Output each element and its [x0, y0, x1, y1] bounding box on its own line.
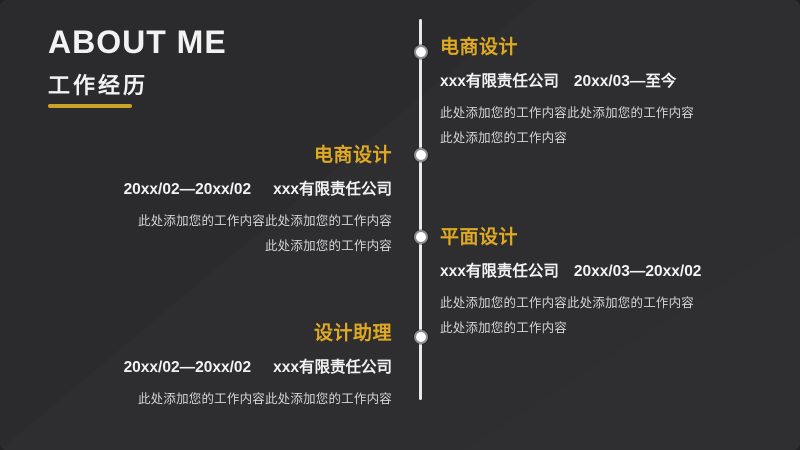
entry-description-line: 此处添加您的工作内容	[440, 320, 568, 335]
entry-title: 电商设计	[440, 37, 519, 58]
entry-meta: 20xx/02—20xx/02 xxx有限责任公司	[46, 181, 392, 200]
entry-meta: xxx有限责任公司 20xx/03—20xx/02	[440, 263, 790, 282]
entry-dates: 20xx/03—20xx/02	[573, 262, 702, 280]
timeline-dot	[414, 148, 428, 162]
timeline-entry: 电商设计 xxx有限责任公司 20xx/03—至今 此处添加您的工作内容此处添加…	[440, 37, 790, 154]
entry-meta: xxx有限责任公司 20xx/03—至今	[440, 73, 790, 92]
entry-meta: 20xx/02—20xx/02 xxx有限责任公司	[46, 359, 392, 378]
entry-dates: 20xx/03—至今	[573, 72, 677, 90]
entry-description-line: 此处添加您的工作内容	[440, 130, 568, 145]
entry-title: 平面设计	[440, 227, 519, 248]
entry-description-line: 此处添加您的工作内容此处添加您的工作内容	[440, 106, 695, 121]
timeline-entry: 设计助理 20xx/02—20xx/02 xxx有限责任公司 此处添加您的工作内…	[46, 323, 392, 416]
entry-description-line: 此处添加您的工作内容此处添加您的工作内容	[137, 392, 392, 407]
entry-description-line: 此处添加您的工作内容	[264, 238, 392, 253]
timeline-dot	[414, 230, 428, 244]
timeline-dot	[414, 330, 428, 344]
subtitle-underline	[48, 104, 132, 108]
entry-dates: 20xx/02—20xx/02	[123, 358, 252, 376]
entry-description-line: 此处添加您的工作内容此处添加您的工作内容	[137, 214, 392, 229]
entry-company: xxx有限责任公司	[273, 180, 392, 198]
entry-description-line: 此处添加您的工作内容此处添加您的工作内容	[440, 296, 695, 311]
entry-company: xxx有限责任公司	[440, 72, 559, 90]
entry-company: xxx有限责任公司	[273, 358, 392, 376]
entry-company: xxx有限责任公司	[440, 262, 559, 280]
timeline-entry: 电商设计 20xx/02—20xx/02 xxx有限责任公司 此处添加您的工作内…	[46, 145, 392, 262]
entry-title: 电商设计	[313, 145, 392, 166]
timeline-dot	[414, 45, 428, 59]
timeline-line	[419, 19, 422, 400]
timeline-entry: 平面设计 xxx有限责任公司 20xx/03—20xx/02 此处添加您的工作内…	[440, 227, 790, 344]
entry-title: 设计助理	[313, 323, 392, 344]
entry-dates: 20xx/02—20xx/02	[123, 180, 252, 198]
page-title: ABOUT ME	[48, 24, 227, 60]
section-subtitle: 工作经历	[48, 73, 149, 98]
